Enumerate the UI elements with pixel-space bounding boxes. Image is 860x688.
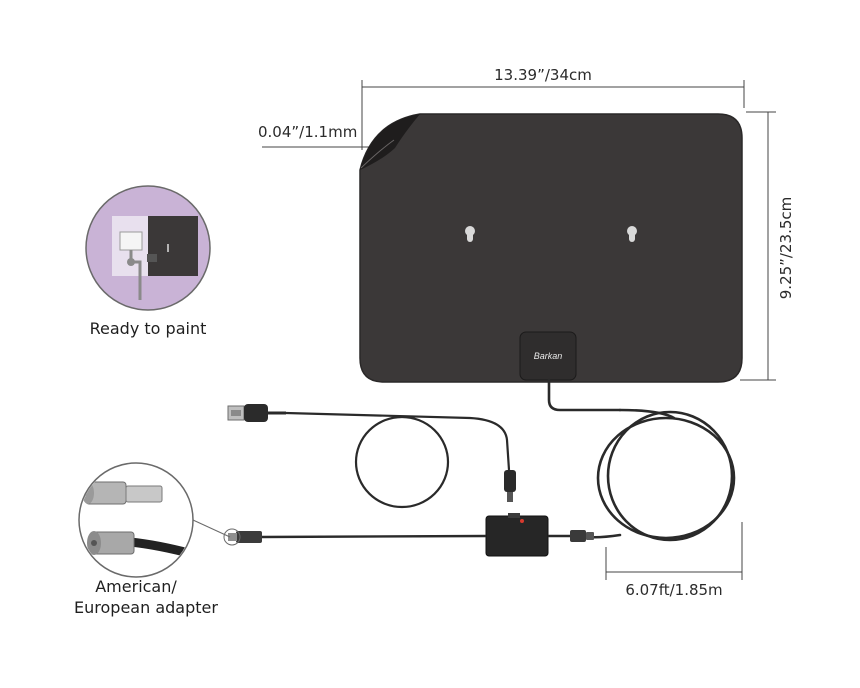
brand-logo: Barkan <box>534 351 563 361</box>
adapter-caption-line2: European adapter <box>74 598 218 617</box>
width-label: 13.39”/34cm <box>494 66 592 84</box>
mounting-hole-left <box>465 226 475 242</box>
antenna-panel: Barkan <box>359 113 743 383</box>
usb-power-cable <box>227 404 516 509</box>
height-label: 9.25”/23.5cm <box>777 197 795 299</box>
paint-caption: Ready to paint <box>90 319 207 338</box>
output-cable <box>228 531 487 543</box>
adapter-callout: American/ European adapter <box>74 462 241 617</box>
width-dimension: 13.39”/34cm <box>361 66 745 150</box>
f-connector <box>570 530 594 542</box>
brand-tab: Barkan <box>519 331 577 381</box>
mounting-hole-right <box>627 226 637 242</box>
cable-length-dimension: 6.07ft/1.85m <box>605 522 743 599</box>
adapter-illustration <box>82 481 192 561</box>
height-dimension: 9.25”/23.5cm <box>740 111 795 381</box>
amplifier-led <box>520 519 524 523</box>
thickness-label: 0.04”/1.1mm <box>258 123 357 141</box>
paint-callout: Ready to paint <box>85 185 211 338</box>
antenna-cable <box>547 378 736 542</box>
adapter-caption-line1: American/ <box>95 577 177 596</box>
signal-amplifier <box>485 513 570 557</box>
cable-length-label: 6.07ft/1.85m <box>625 581 722 599</box>
